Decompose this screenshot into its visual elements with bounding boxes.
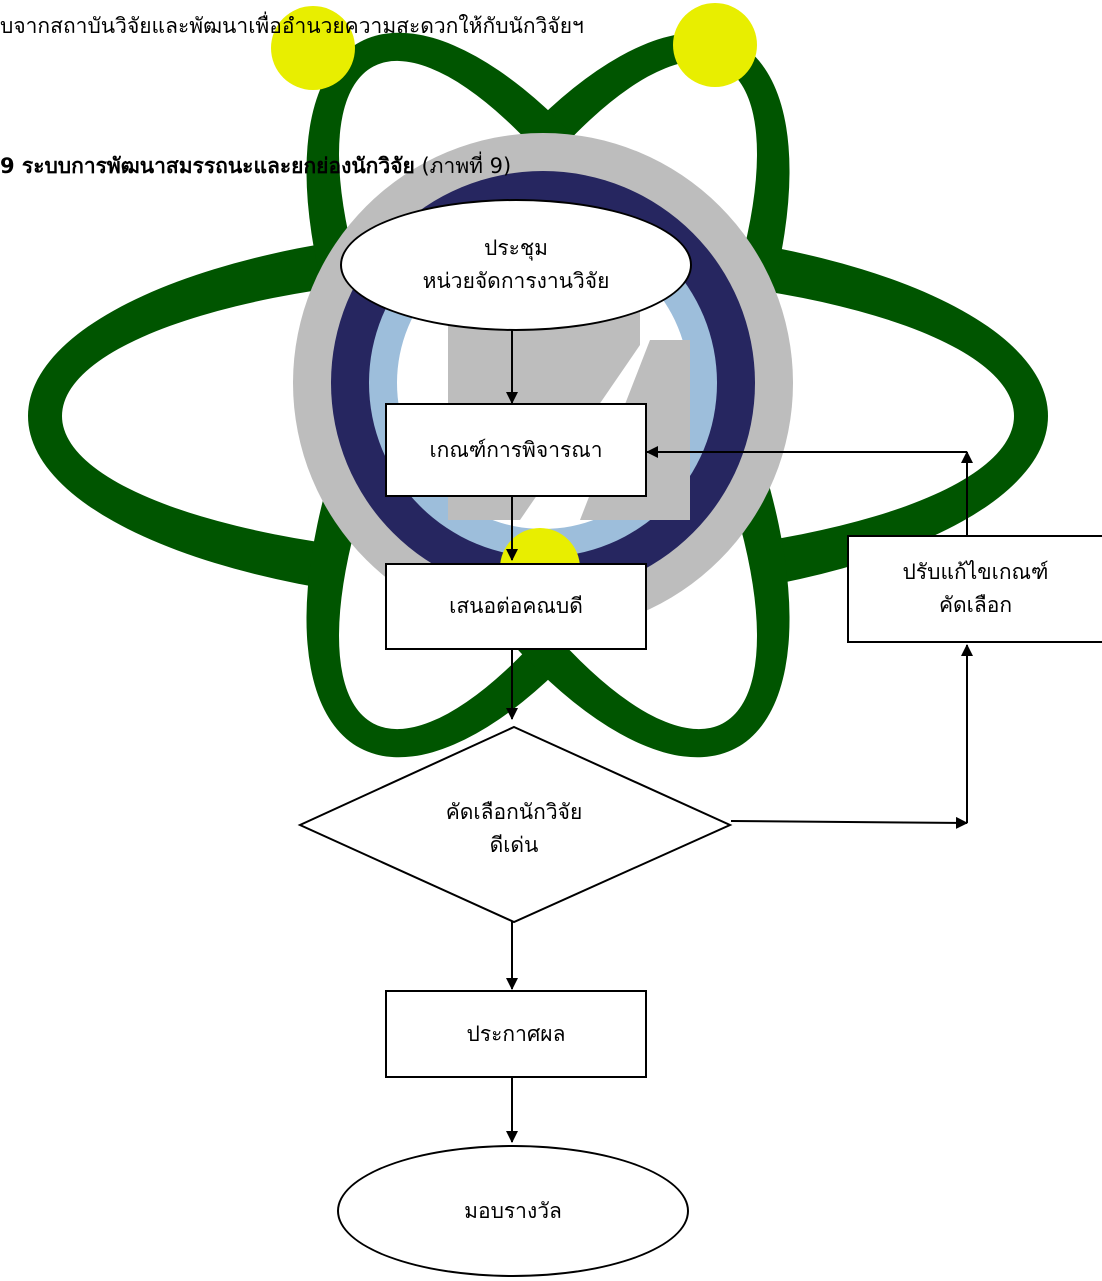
- decision-label-line2: ดีเด่น: [489, 832, 539, 857]
- node-criteria: เกณฑ์การพิจารณา: [385, 403, 647, 497]
- node-revise-line1: ปรับแก้ไขเกณฑ์: [902, 560, 1049, 585]
- arrow-select-to-right: [730, 816, 968, 829]
- node-revise-line2: คัดเลือก: [938, 593, 1013, 617]
- electron-dot-right: [673, 3, 757, 87]
- section-heading-bold: 9 ระบบการพัฒนาสมรรถนะและยกย่องนักวิจัย: [0, 154, 415, 178]
- node-award-label: มอบรางวัล: [464, 1198, 562, 1223]
- node-criteria-label: เกณฑ์การพิจารณา: [429, 437, 603, 462]
- section-heading: 9 ระบบการพัฒนาสมรรถนะและยกย่องนักวิจัย (…: [0, 154, 511, 179]
- node-meeting: ประชุม หน่วยจัดการงานวิจัย: [340, 199, 692, 331]
- decision-label-line1: คัดเลือกนักวิจัย: [445, 800, 583, 824]
- intro-text: บจากสถาบันวิจัยและพัฒนาเพื่ออำนวยความสะด…: [0, 14, 584, 38]
- node-announce: ประกาศผล: [385, 990, 647, 1078]
- node-propose-label: เสนอต่อคณบดี: [449, 594, 583, 619]
- section-heading-ref: (ภาพที่ 9): [414, 154, 512, 178]
- node-announce-label: ประกาศผล: [466, 1021, 566, 1046]
- node-propose: เสนอต่อคณบดี: [385, 563, 647, 650]
- node-meeting-line1: ประชุม: [484, 236, 548, 261]
- decision-label: คัดเลือกนักวิจัย ดีเด่น: [400, 796, 628, 866]
- decision-diamond: [297, 725, 733, 924]
- node-revise: ปรับแก้ไขเกณฑ์ คัดเลือก: [847, 535, 1102, 643]
- electron-dot-left: [271, 6, 355, 90]
- node-meeting-line2: หน่วยจัดการงานวิจัย: [422, 269, 610, 293]
- node-award: มอบรางวัล: [337, 1145, 689, 1277]
